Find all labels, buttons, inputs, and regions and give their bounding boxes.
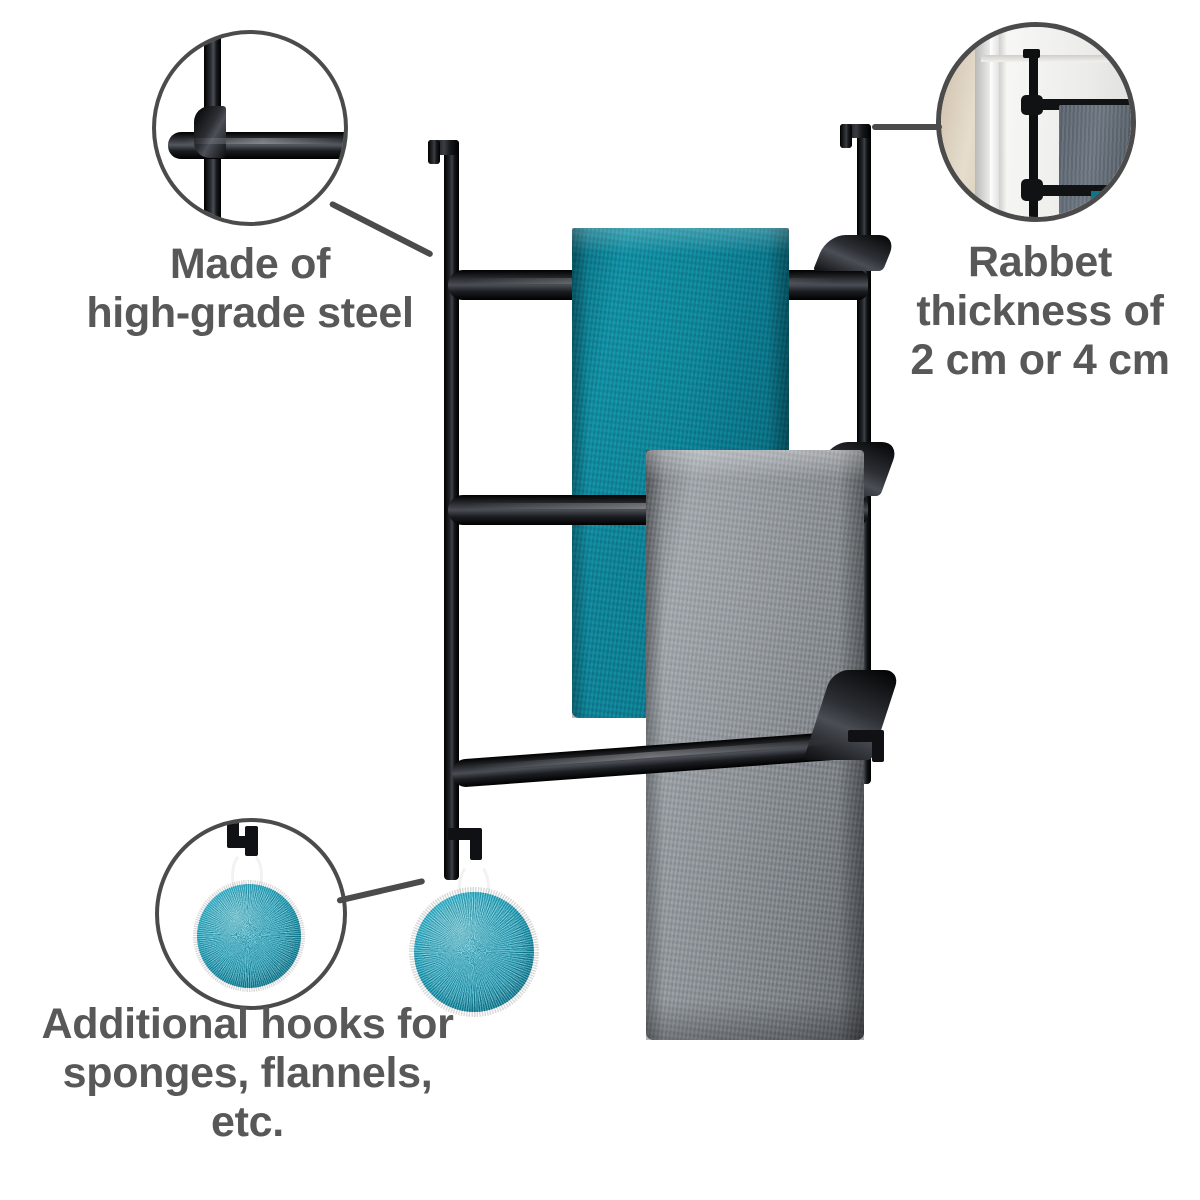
door-mounted-rack-photo-icon <box>941 27 1131 217</box>
right-hook <box>848 730 892 776</box>
left-door-hook-tip <box>428 140 440 164</box>
sponge-ball <box>409 887 539 1017</box>
product-towel-rack <box>409 110 940 1040</box>
right-door-hook-tip <box>840 124 852 148</box>
caption-steel: Made of high-grade steel <box>86 240 414 338</box>
callout-circle-rabbet <box>936 22 1136 222</box>
top-bar-right-return <box>812 235 898 271</box>
steel-joint-closeup-icon <box>156 34 344 222</box>
sponge-ball-closeup <box>192 879 306 993</box>
leader-line-rabbet <box>872 124 942 130</box>
left-hook <box>448 828 488 872</box>
caption-hooks: Additional hooks for sponges, flannels, … <box>41 1000 454 1147</box>
sponge-on-hook-closeup-icon <box>159 822 343 1006</box>
callout-circle-hooks <box>155 818 347 1010</box>
caption-rabbet: Rabbet thickness of 2 cm or 4 cm <box>910 238 1170 385</box>
callout-circle-steel <box>152 30 348 226</box>
leader-line-hooks <box>336 877 426 904</box>
